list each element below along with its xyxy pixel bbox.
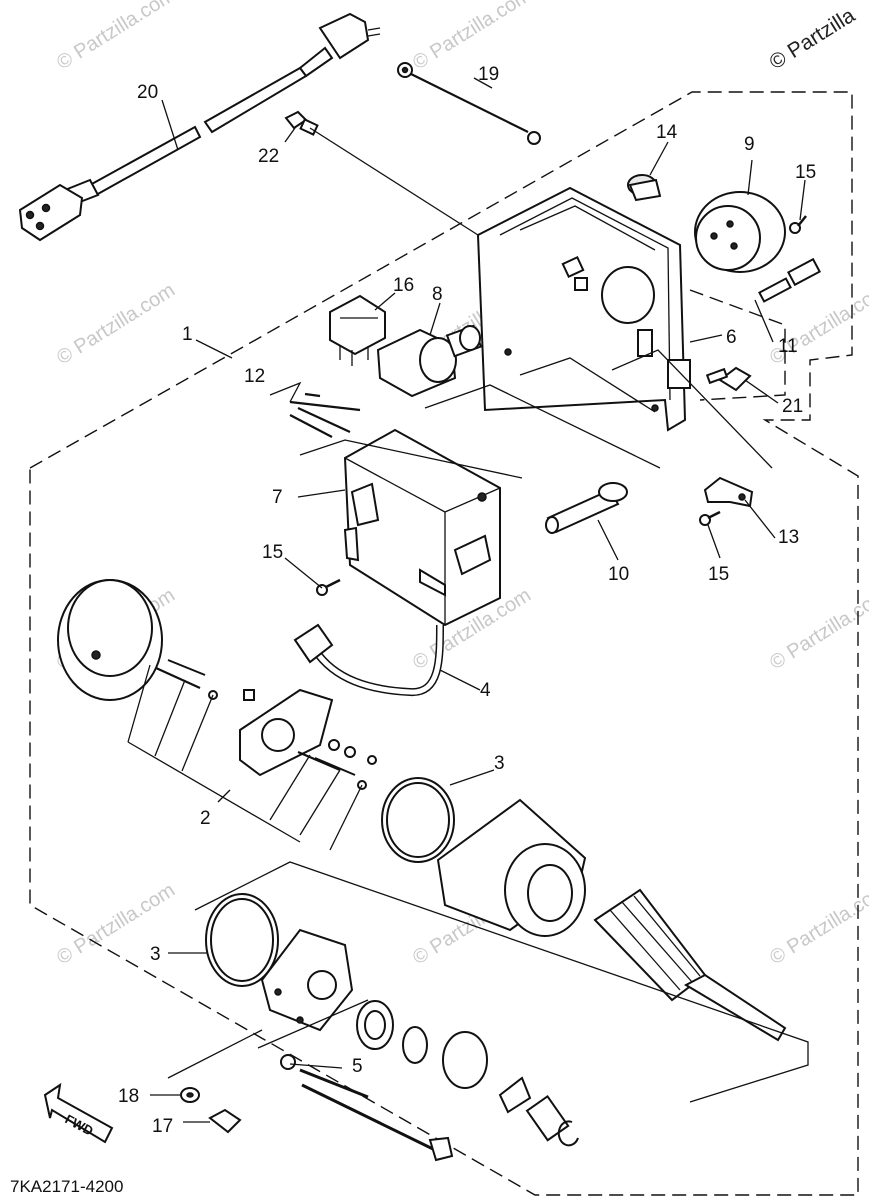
part-11-terminal (758, 257, 821, 303)
diagram-code: 7KA2171-4200 (10, 1177, 123, 1196)
callout-6: 6 (726, 327, 737, 348)
callout-1: 1 (182, 324, 193, 345)
callout-20: 20 (137, 82, 158, 103)
callout-2: 2 (200, 808, 211, 829)
part-3-o-ring-upper (381, 777, 455, 863)
callout-12: 12 (244, 366, 265, 387)
callout-9: 9 (744, 134, 755, 155)
watermark-top: © Partzilla (765, 4, 859, 75)
part-15-screw (699, 510, 721, 526)
part-2-hardware (155, 659, 377, 790)
callout-7: 7 (272, 487, 283, 508)
bracket-subgroup-boundary (689, 289, 786, 401)
part-15-screw (789, 215, 807, 234)
part-21-bolt (705, 366, 752, 392)
part-17-bolt (208, 1108, 242, 1134)
part-10-shaft (545, 482, 628, 534)
part-5-through-bolts (280, 1054, 454, 1162)
callout-16: 16 (393, 275, 414, 296)
callout-3: 3 (150, 944, 161, 965)
watermark: © Partzilla.com (53, 0, 179, 74)
callout-21: 21 (782, 396, 803, 417)
callout-17: 17 (152, 1116, 173, 1137)
callout-14: 14 (656, 122, 678, 143)
part-7-cdi-unit (343, 428, 501, 627)
callout-11: 11 (778, 336, 798, 357)
part-18-washer (180, 1087, 200, 1103)
callout-10: 10 (608, 564, 629, 585)
callout-15: 15 (708, 564, 729, 585)
part-4-harness (293, 623, 444, 696)
watermark: © Partzilla.com (53, 279, 179, 369)
part-16-relay (329, 294, 386, 366)
armature (593, 888, 787, 1042)
part-22-bolt (284, 110, 319, 136)
callout-4: 4 (480, 680, 491, 701)
callout-labels: 20 19 22 14 9 15 16 8 1 6 11 12 21 7 13 … (118, 64, 816, 1137)
callout-5: 5 (352, 1056, 363, 1077)
part-9-cap (694, 191, 786, 273)
pinion-group (356, 1000, 579, 1147)
part-12-wires (289, 392, 361, 438)
yoke (436, 798, 587, 937)
fwd-arrow: FWD (43, 1082, 114, 1144)
part-15-screw (316, 578, 341, 596)
callout-19: 19 (478, 64, 499, 85)
watermark: © Partzilla.com (766, 584, 869, 674)
part-13-clip (703, 476, 754, 508)
assembly-boundary (29, 91, 859, 1196)
stator-cup (57, 579, 163, 701)
part-20-lead-wire (18, 12, 381, 242)
callout-22: 22 (258, 146, 279, 167)
part-19-ground-wire (397, 62, 541, 145)
part-14-grommet (627, 174, 662, 202)
leader-lines (127, 77, 809, 1123)
callout-15: 15 (262, 542, 283, 563)
part-3-o-ring-lower (205, 893, 279, 987)
callout-13: 13 (778, 527, 799, 548)
callout-8: 8 (432, 284, 443, 305)
callout-15: 15 (795, 162, 816, 183)
part-6-bracket (476, 186, 691, 432)
end-cover (260, 928, 354, 1032)
stator-plate (239, 688, 334, 777)
watermark: © Partzilla.com (766, 879, 869, 969)
watermark: © Partzilla.com (409, 0, 535, 74)
callout-3: 3 (494, 753, 505, 774)
part-8-switch (376, 324, 483, 398)
callout-18: 18 (118, 1086, 139, 1107)
